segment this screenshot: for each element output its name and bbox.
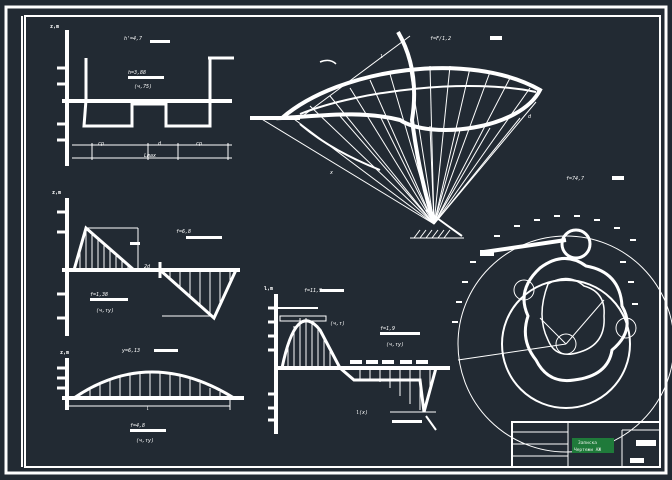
axis-label: z,m [60,350,69,356]
formula-top: h'=4,7 [124,36,142,42]
diagram-mid-left: z,m f=6,8 f=1,38 [52,190,240,336]
formula-bottom-unit: (ч,ту) [136,438,154,444]
stamp-line-2: Чертежи АЖ [574,447,601,453]
inner-frame [24,15,661,468]
formula-top: f=11,9 [304,288,322,294]
formula-mid-unit: (ч,75) [134,84,152,90]
formula-top: f=6,8 [176,229,191,235]
diagram-bottom-middle: l,m [264,286,450,434]
diagram-canopy: f=F/1,2 l x d [250,30,543,239]
dim-left: cр [98,141,104,147]
stamp-box [572,438,614,453]
formula-top: y=6,13 [121,348,140,354]
axis-label: z,m [52,190,61,196]
diagram-bottom-left: z,m y=6,13 l f=4,8 (ч,ту) [57,348,244,444]
formula: f=F/1,2 [430,36,451,42]
note: l(x) [356,410,368,416]
dim-total: Lmax [144,153,156,159]
formula-bottom: f=4,8 [130,423,145,429]
diagram-top-left: z,m h'=4,7 h=3,88 (ч,75) cр d cр Lmax [50,24,234,166]
label-right: d [528,114,532,120]
formula-right: f=1,9 [380,326,395,332]
label-left: x [329,170,333,176]
formula-mid: h=3,88 [128,70,146,76]
axis-label: z,m [50,24,59,30]
formula-right-unit: (ч,ту) [386,342,404,348]
title-block: Записка Чертежи АЖ [511,421,661,468]
dim-right: cр [196,141,202,147]
formula-bottom: f=1,38 [90,292,108,298]
stamp-line-1: Записка [578,440,597,446]
outer-frame [4,5,668,475]
tick-label: 2d [144,264,151,270]
formula-side: (ч,т) [330,321,345,327]
dim-mid: d [158,141,162,147]
axis-label: l,m [264,286,273,292]
formula: f=74,7 [566,176,584,182]
dim-label: l [146,406,149,412]
formula-bottom-unit: (ч,ту) [96,308,114,314]
diagram-polar: f=74,7 [452,176,672,453]
